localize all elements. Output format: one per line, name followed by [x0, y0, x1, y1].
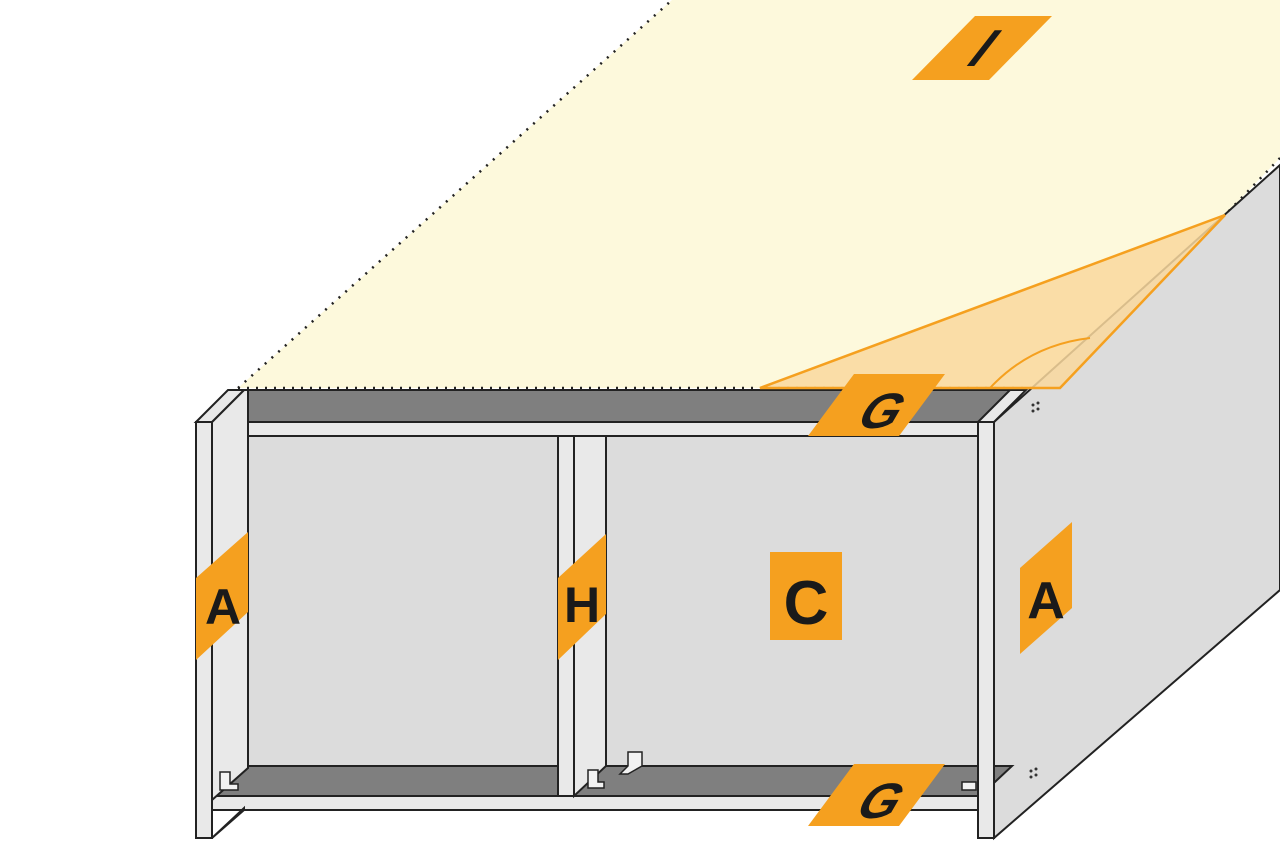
- svg-text:A: A: [1027, 572, 1065, 630]
- label-c: C: [770, 552, 842, 640]
- side-panel-left-bottom-edge: [211, 805, 245, 839]
- label-h: H: [558, 534, 606, 660]
- label-a-right: A: [1020, 522, 1072, 654]
- back-panel-c: [247, 435, 979, 769]
- dowel-holes-right: [1029, 401, 1040, 779]
- side-panel-right-front-edge: [977, 421, 995, 839]
- svg-text:A: A: [205, 579, 241, 635]
- corner-brackets: [219, 751, 977, 791]
- side-panel-right-top-edge: [975, 389, 1029, 423]
- overlay-arc: [989, 337, 1091, 389]
- label-a-left: A: [196, 532, 248, 660]
- svg-text:C: C: [784, 569, 829, 638]
- svg-text:H: H: [564, 577, 600, 633]
